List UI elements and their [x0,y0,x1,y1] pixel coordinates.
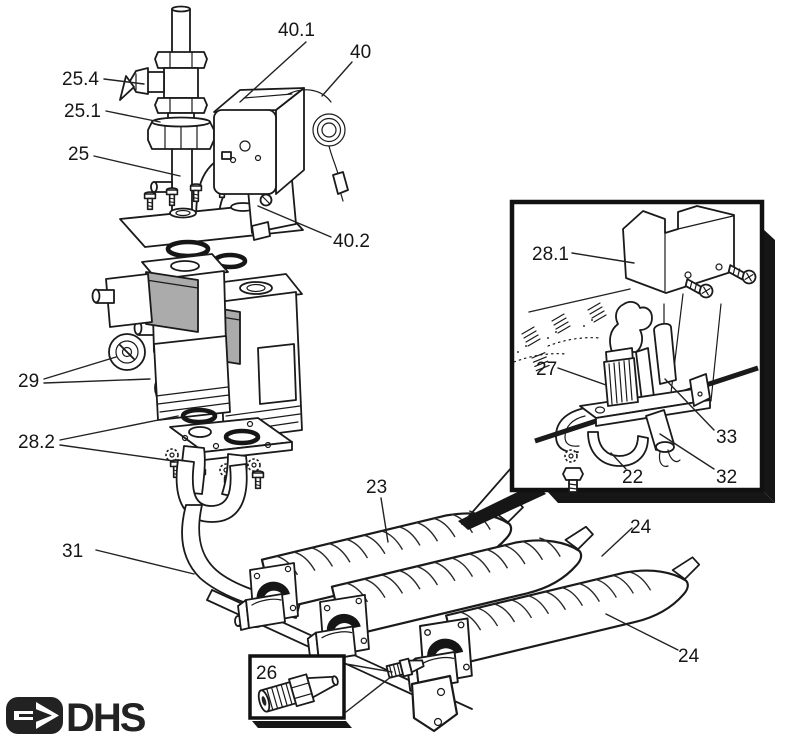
label-25-4: 25.4 [62,69,99,90]
label-28-2: 28.2 [18,432,55,453]
capillary-and-probe-40 [287,89,349,202]
leader-28-2 [59,415,179,441]
leader-33 [664,378,715,431]
leader-40-1 [239,41,307,103]
leader-31 [95,549,195,575]
electrode-33 [653,322,677,385]
manifold-flange-28-2 [165,407,293,523]
leader-26 [345,663,393,673]
leader-lines [43,41,679,651]
label-23: 23 [366,477,387,498]
part-labels: 40.1 40 25.4 25.1 25 40.2 29 28.2 28.1 2… [18,20,737,684]
leader-23 [380,497,389,543]
leader-40 [321,61,353,97]
o-ring [165,239,211,259]
label-25-1: 25.1 [64,101,101,122]
leader-25-1 [105,110,161,123]
pilot-assembly [555,301,711,493]
leader-29 [43,356,117,380]
label-24-top: 24 [630,517,652,538]
thermostat-box-40-1 [213,87,305,195]
label-40-2: 40.2 [333,231,370,252]
hex-nut-lower [154,97,208,114]
label-25: 25 [68,144,89,165]
label-27: 27 [536,359,557,380]
pilot-screw [562,467,584,493]
injector-inset [248,654,393,728]
label-24-bottom: 24 [678,646,700,667]
label-29: 29 [18,371,39,392]
logo-text: DHS [66,696,146,740]
o-ring [180,407,218,425]
o-ring [223,428,261,446]
label-40-1: 40.1 [278,20,315,41]
label-40: 40 [350,42,371,63]
label-31: 31 [62,541,83,562]
pilot-cover-28-1 [622,205,735,294]
leader-40-2 [257,205,332,238]
leader-25 [93,155,181,177]
bleed-tap-25-4 [119,67,149,101]
leader-27 [557,367,607,386]
hex-nut-upper [154,51,208,69]
flame-marks [513,302,607,373]
solenoid-valves [91,239,303,441]
leader-28-1 [571,252,635,264]
label-22: 22 [622,467,643,488]
thermostat-assembly [213,87,349,241]
pilot-detail-inset [458,199,775,530]
leader-24-bottom [605,613,679,651]
label-33: 33 [716,427,737,448]
leader-25-4 [103,78,145,85]
brand-logo: DHS [6,696,148,740]
leader-32 [659,433,715,470]
label-32: 32 [716,467,737,488]
inset-callout-tail [458,483,546,530]
valve-left [91,253,231,421]
leader-22 [610,452,627,470]
injector-26 [257,673,339,713]
label-28-1: 28.1 [532,244,569,265]
label-26: 26 [256,663,277,684]
pentagon-mounting-plate [410,674,459,733]
union-nut-25-1 [147,116,215,150]
thermocouple-32 [645,409,675,451]
burner-bracket [306,593,370,665]
leader-24-top [601,527,633,557]
